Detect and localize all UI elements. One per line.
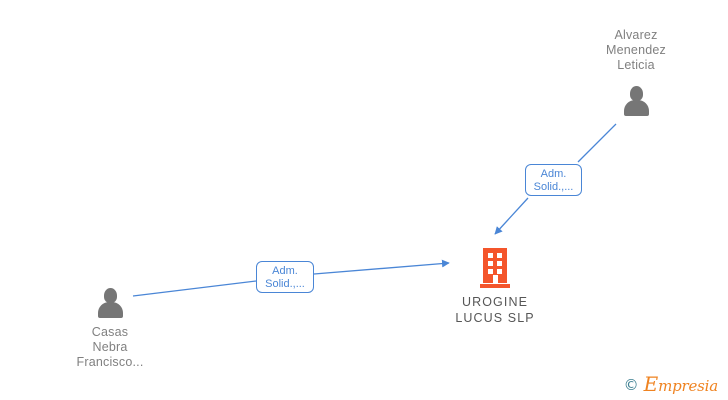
empresia-brand-text: Empresia (644, 374, 719, 395)
node-person-alvarez[interactable]: Alvarez Menendez Leticia (571, 28, 701, 117)
edge-alvarez-upper-segment (577, 123, 617, 163)
building-door (492, 275, 498, 283)
edge-alvarez-lower-segment (494, 197, 529, 235)
building-window (497, 253, 502, 258)
building-window (488, 269, 493, 274)
empresia-brand-initial: E (643, 372, 659, 396)
building-window (488, 261, 493, 266)
building-icon (480, 248, 510, 288)
building-window (488, 253, 493, 258)
edge-casas-right-segment (313, 259, 450, 275)
node-label-urogine: UROGINE LUCUS SLP (455, 295, 535, 325)
empresia-watermark: © Empresia (623, 374, 719, 395)
person-icon (93, 287, 127, 319)
edge-label-alvarez-urogine[interactable]: Adm. Solid.,... (525, 164, 582, 196)
node-person-casas[interactable]: Casas Nebra Francisco... (45, 287, 175, 370)
edge-casas-left-segment (132, 280, 257, 297)
copyright-icon: © (623, 375, 639, 394)
person-body-shape (98, 302, 123, 318)
node-label-alvarez: Alvarez Menendez Leticia (606, 28, 666, 72)
building-base-shape (480, 284, 510, 288)
person-icon (619, 85, 653, 117)
node-company-urogine[interactable]: UROGINE LUCUS SLP (420, 248, 570, 326)
person-head-shape (104, 288, 117, 303)
person-body-shape (624, 100, 649, 116)
empresia-brand-rest: mpresia (658, 377, 718, 395)
edge-label-casas-urogine[interactable]: Adm. Solid.,... (256, 261, 314, 293)
person-head-shape (630, 86, 643, 101)
node-label-casas: Casas Nebra Francisco... (76, 325, 144, 369)
building-window (497, 261, 502, 266)
building-window (497, 269, 502, 274)
